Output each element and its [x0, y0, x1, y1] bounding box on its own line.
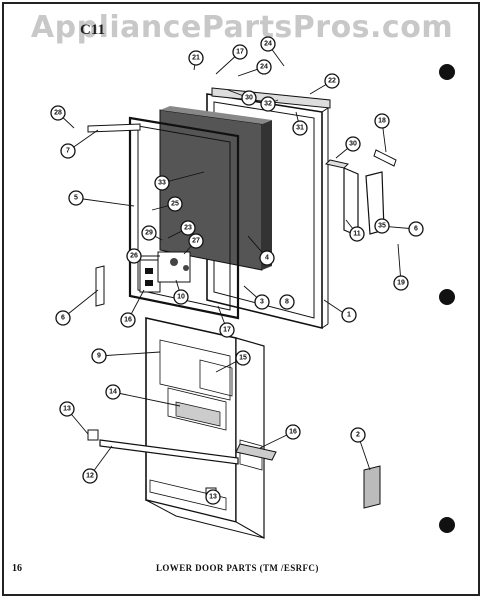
shelf-clip — [87, 429, 99, 441]
callout-14: 14 — [105, 384, 121, 400]
callout-6-left: 6 — [55, 310, 71, 326]
callout-16-right: 16 — [285, 424, 301, 440]
callout-1: 1 — [341, 307, 357, 323]
callout-23: 23 — [180, 220, 196, 236]
svg-text:35: 35 — [378, 223, 386, 230]
svg-text:24: 24 — [260, 64, 268, 71]
callout-33: 33 — [154, 175, 170, 191]
callout-25: 25 — [167, 196, 183, 212]
binder-hole-middle — [439, 289, 455, 305]
inner-door-liner — [145, 317, 265, 540]
svg-text:13: 13 — [63, 406, 71, 413]
side-strip — [95, 265, 105, 307]
door-shelf-bin — [235, 443, 277, 461]
svg-text:8: 8 — [285, 299, 289, 306]
callout-2: 2 — [350, 427, 366, 443]
side-trim — [363, 465, 381, 509]
svg-text:16: 16 — [124, 317, 132, 324]
callout-16-left: 16 — [120, 312, 136, 328]
diagram-caption: LOWER DOOR PARTS (TM /ESRFC) — [156, 563, 319, 573]
svg-text:6: 6 — [61, 315, 65, 322]
svg-text:10: 10 — [177, 294, 185, 301]
svg-text:23: 23 — [184, 225, 192, 232]
svg-text:9: 9 — [97, 353, 101, 360]
callout-35: 35 — [374, 218, 390, 234]
callout-11: 11 — [349, 226, 365, 242]
callout-15: 15 — [235, 350, 251, 366]
svg-text:7: 7 — [66, 148, 70, 155]
svg-text:33: 33 — [158, 180, 166, 187]
svg-text:6: 6 — [414, 226, 418, 233]
insulation-block — [159, 106, 272, 271]
callout-30-top: 30 — [241, 90, 257, 106]
binder-hole-bottom — [439, 517, 455, 533]
control-block — [139, 251, 191, 293]
callout-27: 27 — [188, 233, 204, 249]
svg-text:27: 27 — [192, 238, 200, 245]
callout-31: 31 — [292, 120, 308, 136]
binder-hole-top — [439, 64, 455, 80]
callout-18: 18 — [374, 113, 390, 129]
callout-22: 22 — [324, 73, 340, 89]
callout-17-top: 17 — [232, 44, 248, 60]
svg-text:2: 2 — [356, 432, 360, 439]
callout-3: 3 — [254, 294, 270, 310]
callout-13-bottom: 13 — [205, 489, 221, 505]
svg-text:30: 30 — [245, 95, 253, 102]
svg-text:11: 11 — [353, 231, 361, 238]
svg-text:28: 28 — [54, 110, 62, 117]
callout-19: 19 — [393, 275, 409, 291]
callout-7: 7 — [60, 143, 76, 159]
callout-13-top: 13 — [59, 401, 75, 417]
callout-29: 29 — [141, 225, 157, 241]
svg-text:29: 29 — [145, 230, 153, 237]
callout-32: 32 — [260, 96, 276, 112]
corner-label: C11 — [80, 22, 106, 38]
callout-30-right: 30 — [345, 136, 361, 152]
svg-text:24: 24 — [264, 41, 272, 48]
svg-text:30: 30 — [349, 141, 357, 148]
svg-text:15: 15 — [239, 355, 247, 362]
callout-24-top: 24 — [260, 36, 276, 52]
door-gasket — [128, 116, 240, 320]
svg-text:3: 3 — [260, 299, 264, 306]
top-strip — [87, 123, 141, 133]
svg-text:21: 21 — [192, 55, 200, 62]
svg-text:31: 31 — [296, 125, 304, 132]
svg-text:22: 22 — [328, 78, 336, 85]
svg-text:4: 4 — [265, 255, 269, 262]
callout-21: 21 — [188, 50, 204, 66]
callout-26: 26 — [126, 248, 142, 264]
callout-12: 12 — [82, 468, 98, 484]
svg-text:13: 13 — [209, 494, 217, 501]
callout-17-bottom: 17 — [219, 322, 235, 338]
svg-text:5: 5 — [74, 195, 78, 202]
callout-9: 9 — [91, 348, 107, 364]
svg-text:17: 17 — [236, 49, 244, 56]
svg-text:14: 14 — [109, 389, 117, 396]
cap-strip — [373, 149, 397, 167]
svg-text:19: 19 — [397, 280, 405, 287]
svg-text:12: 12 — [86, 473, 94, 480]
callout-24-mid: 24 — [256, 59, 272, 75]
svg-text:26: 26 — [130, 253, 138, 260]
callout-8: 8 — [279, 294, 295, 310]
page-border — [2, 2, 480, 596]
svg-text:32: 32 — [264, 101, 272, 108]
svg-text:18: 18 — [378, 118, 386, 125]
callout-10: 10 — [173, 289, 189, 305]
callout-6-right: 6 — [408, 221, 424, 237]
svg-text:17: 17 — [223, 327, 231, 334]
svg-text:16: 16 — [289, 429, 297, 436]
callout-4: 4 — [259, 250, 275, 266]
callout-28: 28 — [50, 105, 66, 121]
svg-text:1: 1 — [347, 312, 351, 319]
svg-text:25: 25 — [171, 201, 179, 208]
page-number: 16 — [12, 563, 22, 574]
watermark: AppliancePartsPros.com — [30, 10, 454, 45]
door-shelf-bar — [99, 439, 239, 465]
callout-5: 5 — [68, 190, 84, 206]
